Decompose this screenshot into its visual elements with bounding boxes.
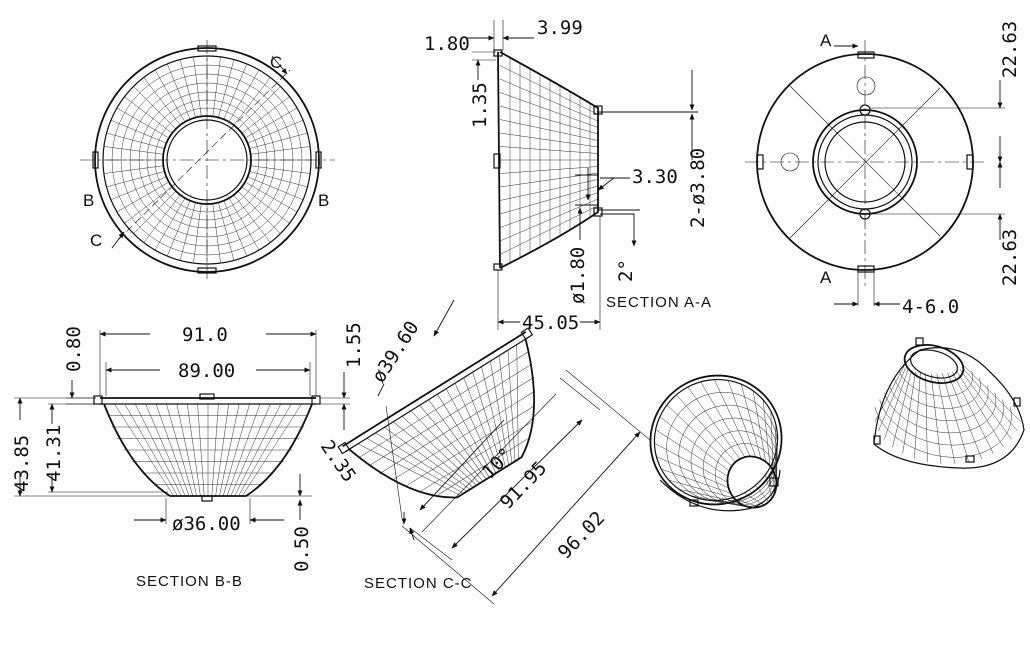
section-aa-view: 1.80 3.99 1.35 2-ø3.80 3.30 2° ø1.80 45.… xyxy=(424,17,712,334)
mark-b-left: B xyxy=(83,191,94,210)
mark-c-top: C xyxy=(270,53,282,72)
dim-22-63-bottom: 22.63 xyxy=(999,229,1021,286)
dim-45-05: 45.05 xyxy=(522,312,579,334)
dim-1-55: 1.55 xyxy=(343,322,365,368)
dim-2-deg: 2° xyxy=(615,259,637,282)
label-section-cc: SECTION C-C xyxy=(364,575,473,592)
label-section-aa: SECTION A-A xyxy=(606,294,712,311)
section-bb-view: 91.0 89.00 0.80 1.55 43.85 41.31 ø36 xyxy=(11,322,365,590)
mark-a-top: A xyxy=(820,31,832,50)
aa-mesh xyxy=(499,57,599,263)
dim-0-50: 0.50 xyxy=(291,526,313,572)
dim-43-85: 43.85 xyxy=(11,435,33,492)
dim-22-63-top: 22.63 xyxy=(999,21,1021,78)
section-cc-view: ø39.60 2.35 10° 91.95 96.02 SECTION C-C xyxy=(316,299,651,605)
dim-10-deg: 10° xyxy=(478,443,518,483)
mark-a-bottom: A xyxy=(820,268,832,287)
iso2-mesh xyxy=(874,365,1022,464)
bb-mesh xyxy=(108,403,308,497)
dim-1-80-top: 1.80 xyxy=(424,33,470,55)
iso-view-front xyxy=(649,374,783,512)
dim-1-35: 1.35 xyxy=(469,82,491,128)
dim-dia-36-00: ø36.00 xyxy=(172,513,241,535)
dim-89-00: 89.00 xyxy=(178,360,235,382)
dim-91-0: 91.0 xyxy=(182,324,228,346)
mark-c-bottom: C xyxy=(90,231,102,250)
plan-view: C C B B xyxy=(80,40,335,282)
plan-mesh xyxy=(103,56,311,264)
dim-41-31: 41.31 xyxy=(43,425,65,482)
dim-dia-1-80: ø1.80 xyxy=(567,247,589,304)
label-section-bb: SECTION B-B xyxy=(136,573,243,590)
dim-2-dia-3-80: 2-ø3.80 xyxy=(687,148,709,228)
dim-0-80: 0.80 xyxy=(63,326,85,372)
iso-view-dome xyxy=(873,337,1025,469)
mark-b-right: B xyxy=(318,191,329,210)
back-view: 22.63 22.63 A A 4-6.0 xyxy=(745,21,1021,318)
dim-96-02: 96.02 xyxy=(554,507,610,563)
dim-dia-39-60: ø39.60 xyxy=(368,317,424,387)
dim-3-99: 3.99 xyxy=(537,17,583,39)
dim-4-6-0: 4-6.0 xyxy=(902,296,959,318)
dim-3-30: 3.30 xyxy=(632,166,678,188)
dim-2-35: 2.35 xyxy=(316,436,360,486)
